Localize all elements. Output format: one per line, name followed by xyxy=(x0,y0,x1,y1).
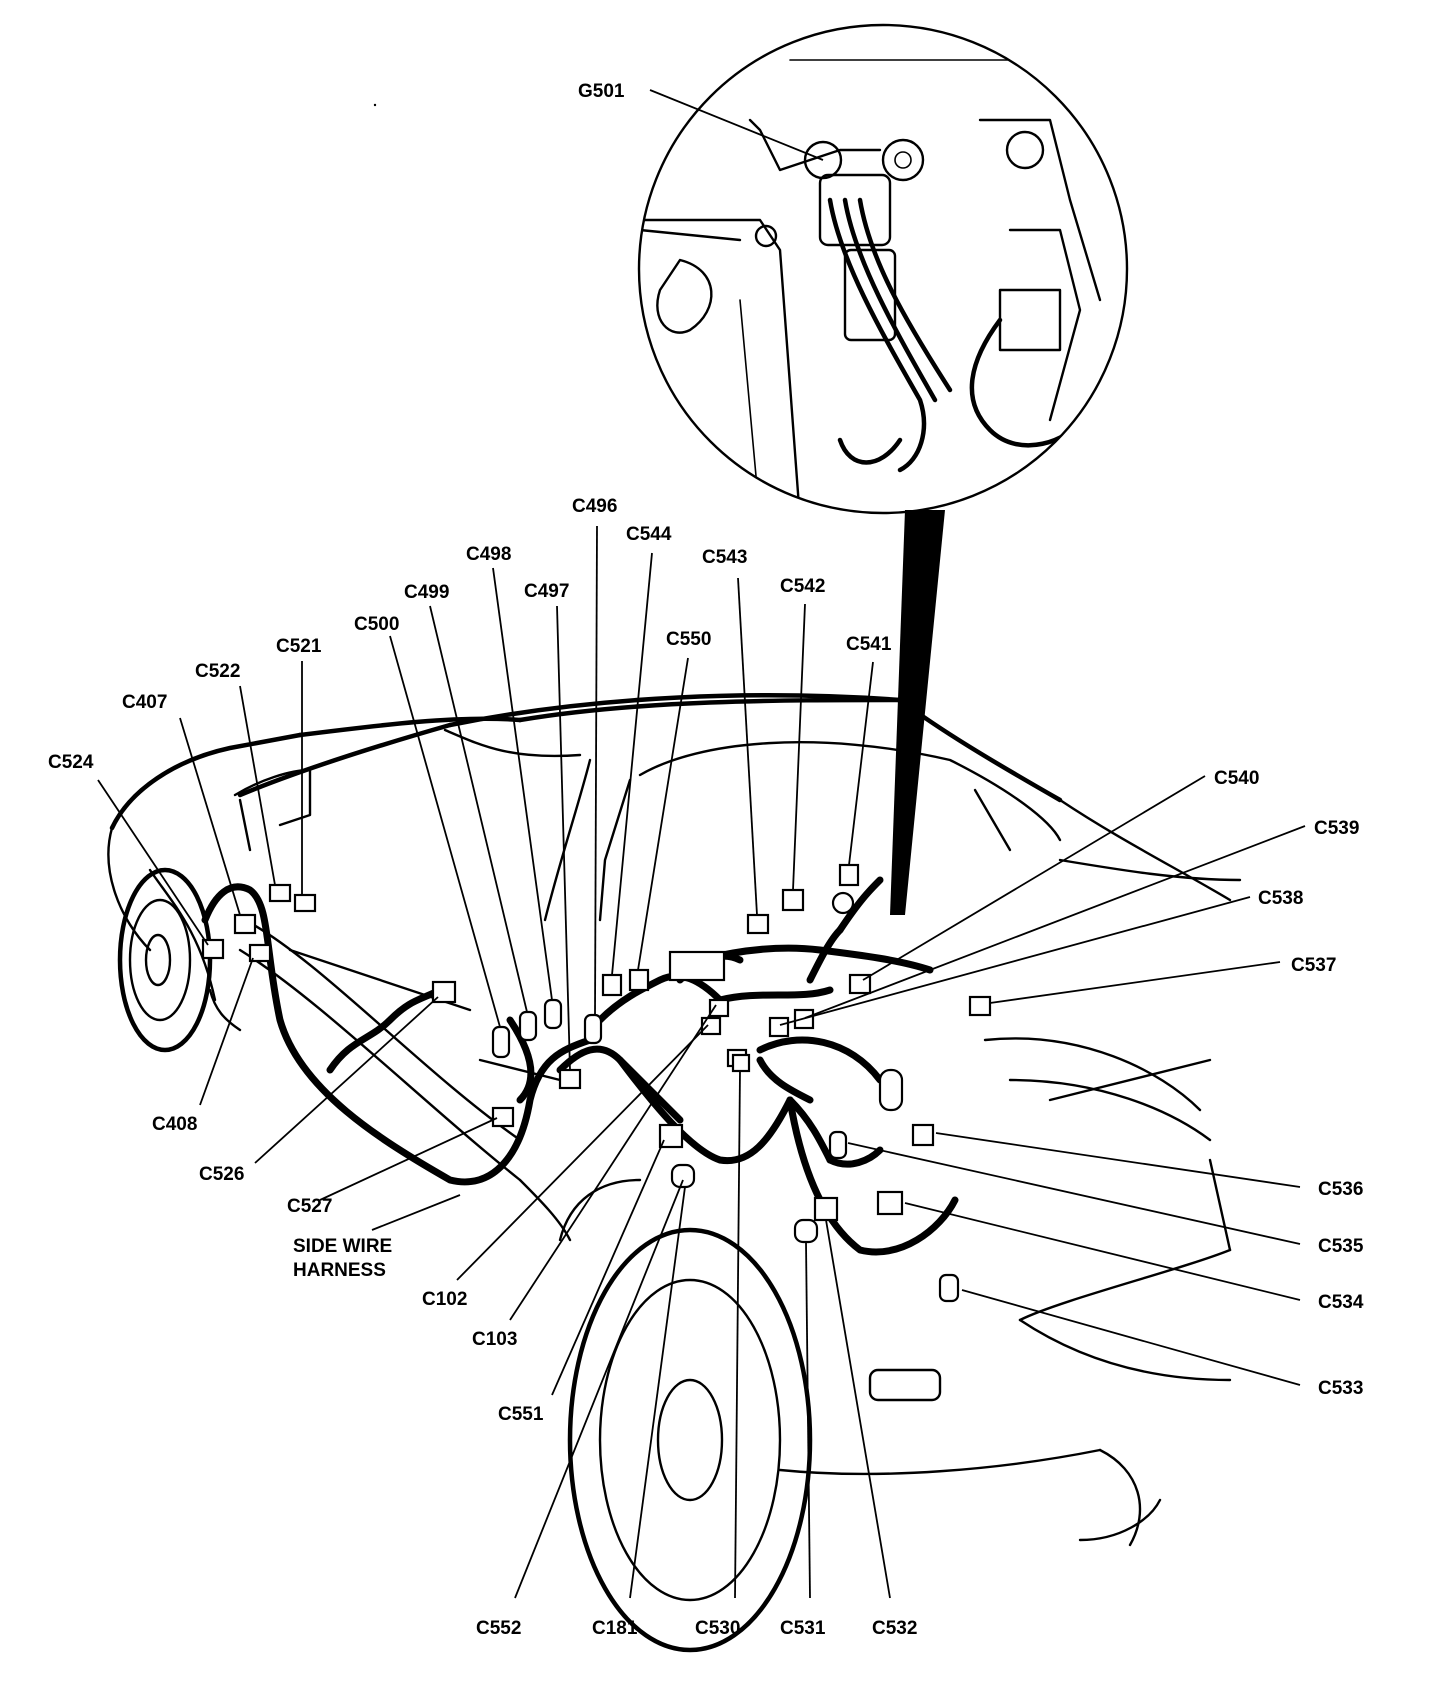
label-c541: C541 xyxy=(846,634,892,655)
label-c181: C181 xyxy=(592,1618,638,1639)
connector-c497 xyxy=(558,1068,582,1090)
label-c538: C538 xyxy=(1258,888,1303,909)
connector-c535 xyxy=(828,1130,848,1160)
label-c407: C407 xyxy=(122,692,167,713)
label-c550: C550 xyxy=(666,629,711,650)
connector-c500 xyxy=(491,1025,511,1059)
label-c534: C534 xyxy=(1318,1292,1364,1313)
connector-c538 xyxy=(768,1016,790,1038)
label-c408: C408 xyxy=(152,1114,197,1135)
connectors xyxy=(201,863,992,1303)
label-c544: C544 xyxy=(626,524,672,545)
connector-c103 xyxy=(708,998,730,1018)
connector-c532 xyxy=(813,1196,839,1222)
detail-inset xyxy=(637,23,1129,515)
label-c497: C497 xyxy=(524,581,569,602)
connector-c499 xyxy=(518,1010,538,1042)
label-c535: C535 xyxy=(1318,1236,1364,1257)
connector-c522 xyxy=(268,883,292,903)
front-wheel xyxy=(117,867,217,1053)
vehicle-outline xyxy=(107,693,1242,1547)
label-c498: C498 xyxy=(466,544,511,565)
label-c542: C542 xyxy=(780,576,825,597)
label-c552: C552 xyxy=(476,1618,521,1639)
leader-lines xyxy=(97,89,1306,1599)
connector-c498 xyxy=(543,998,563,1030)
label-c521: C521 xyxy=(276,636,322,657)
wire-harness xyxy=(201,876,959,1256)
label-c543: C543 xyxy=(702,547,747,568)
label-c551: C551 xyxy=(498,1404,544,1425)
label-c532: C532 xyxy=(872,1618,917,1639)
label-c536: C536 xyxy=(1318,1179,1363,1200)
connector-right-loop xyxy=(878,1068,904,1112)
connector-c552 xyxy=(658,1123,684,1149)
connector-c521 xyxy=(293,893,317,913)
label-side-wire-2: HARNESS xyxy=(293,1260,386,1281)
label-c527: C527 xyxy=(287,1196,332,1217)
label-c499: C499 xyxy=(404,582,449,603)
label-c526: C526 xyxy=(199,1164,244,1185)
connector-c544 xyxy=(601,973,623,997)
label-c530: C530 xyxy=(695,1618,740,1639)
label-c103: C103 xyxy=(472,1329,517,1350)
connector-c181 xyxy=(670,1163,696,1189)
connector-c536 xyxy=(911,1123,935,1147)
label-c102: C102 xyxy=(422,1289,467,1310)
connector-c531 xyxy=(793,1218,819,1244)
connector-c534 xyxy=(876,1190,904,1216)
label-c500: C500 xyxy=(354,614,399,635)
connector-c543 xyxy=(746,913,770,935)
label-c524: C524 xyxy=(48,752,94,773)
label-c496: C496 xyxy=(572,496,617,517)
connector-module xyxy=(668,950,726,982)
connector-c541 xyxy=(838,863,860,887)
labels: G501 C496 C544 C498 C543 C499 C497 C542 … xyxy=(48,81,1364,1639)
label-c539: C539 xyxy=(1314,818,1359,839)
label-g501: G501 xyxy=(578,81,625,102)
connector-c496 xyxy=(583,1013,603,1045)
connector-c407 xyxy=(233,913,257,935)
connector-c526 xyxy=(431,980,457,1004)
label-side-wire-1: SIDE WIRE xyxy=(293,1236,392,1257)
connector-c530 xyxy=(731,1053,751,1073)
label-c533: C533 xyxy=(1318,1378,1363,1399)
connector-c537 xyxy=(968,995,992,1017)
connector-c533 xyxy=(938,1273,960,1303)
connector-c102 xyxy=(700,1016,722,1036)
connector-c542 xyxy=(781,888,805,912)
connector-c550 xyxy=(628,968,650,992)
connector-c527 xyxy=(491,1106,515,1128)
connector-c408 xyxy=(248,943,272,963)
label-c540: C540 xyxy=(1214,768,1259,789)
stray-mark xyxy=(373,103,377,107)
label-c522: C522 xyxy=(195,661,240,682)
connector-g501 xyxy=(831,891,855,915)
label-c531: C531 xyxy=(780,1618,826,1639)
label-c537: C537 xyxy=(1291,955,1336,976)
rear-wheel xyxy=(558,1178,813,1653)
